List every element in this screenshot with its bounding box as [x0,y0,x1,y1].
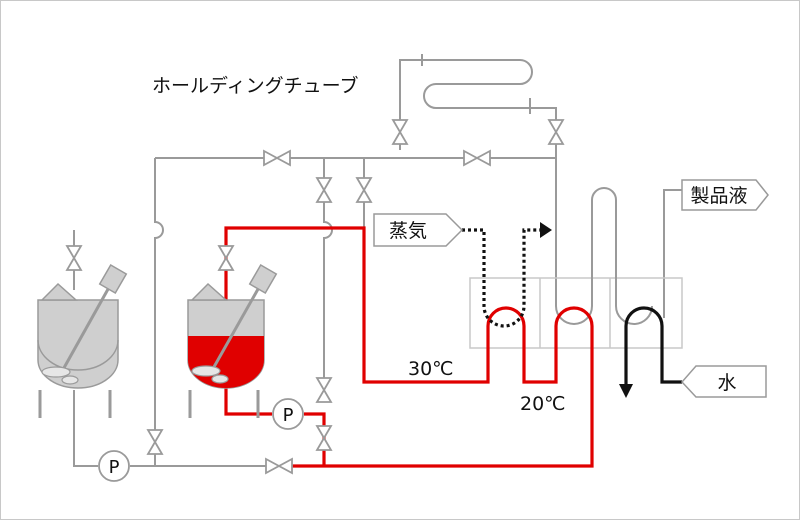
temp-20-label: 20℃ [520,393,566,415]
valve-mid-1[interactable] [315,177,333,203]
valve-holding-left[interactable] [391,119,409,145]
svg-text:製品液: 製品液 [690,185,747,207]
steam-tag: 蒸気 [373,213,464,247]
left-mixing-tank [37,263,128,418]
holding-tube-label: ホールディングチューブ [152,74,359,97]
valve-lower-mid[interactable] [315,377,333,403]
svg-text:P: P [109,457,120,478]
valve-holding-right[interactable] [547,119,565,145]
svg-text:蒸気: 蒸気 [389,220,427,242]
valve-bottom[interactable] [265,457,293,475]
valve-left-vertical[interactable] [146,429,164,455]
water-line [619,306,682,398]
water-tag: 水 [680,365,767,398]
valve-left-tank[interactable] [65,245,83,271]
pump-center[interactable]: P [272,398,304,430]
product-tag: 製品液 [681,179,769,211]
gray-piping [73,54,683,467]
svg-text:水: 水 [717,372,736,394]
valve-center-tank[interactable] [217,245,235,271]
valve-top-right[interactable] [463,149,491,167]
center-mixing-tank [187,263,278,418]
pump-bottom[interactable]: P [98,450,130,482]
valve-top-left[interactable] [263,149,291,167]
valve-lower-mid-2[interactable] [315,425,333,451]
steam-line [462,222,552,328]
valve-mid-2[interactable] [355,177,373,203]
svg-text:P: P [283,405,294,426]
temp-30-label: 30℃ [408,358,454,380]
